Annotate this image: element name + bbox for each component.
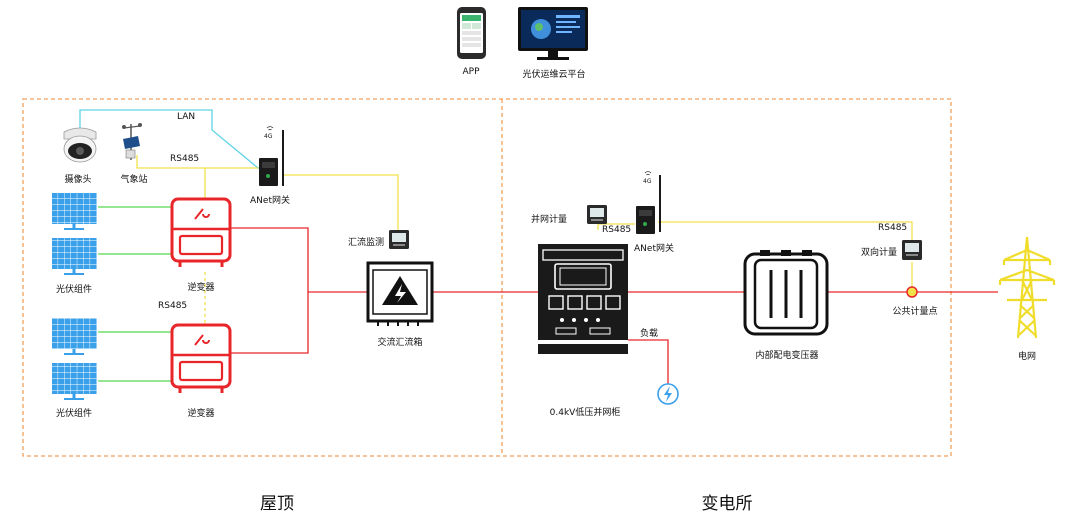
phone-icon bbox=[457, 7, 486, 59]
power-line-inverter-2 bbox=[230, 292, 309, 354]
pv-panel-icon-1 bbox=[52, 193, 97, 230]
load-icon bbox=[657, 383, 679, 405]
substation-gateway-icon bbox=[636, 171, 661, 234]
transformer-icon bbox=[743, 250, 829, 336]
bidirectional-meter-label: 双向计量 bbox=[861, 248, 898, 258]
combiner-meter-icon bbox=[389, 230, 409, 249]
grid-label: 电网 bbox=[1017, 352, 1037, 362]
inverter-icon-2 bbox=[170, 323, 232, 393]
transformer-label: 内部配电变压器 bbox=[755, 351, 819, 361]
rooftop-section-title: 屋顶 bbox=[260, 494, 294, 514]
power-line-inverter-1 bbox=[230, 227, 368, 293]
ac-combiner-box-icon bbox=[366, 261, 434, 326]
bidirectional-meter-icon bbox=[902, 240, 922, 260]
pcc-point-icon bbox=[906, 286, 918, 298]
rooftop-gateway-icon bbox=[259, 126, 284, 186]
app-label: APP bbox=[462, 67, 480, 77]
lan-line bbox=[79, 109, 263, 169]
load-label: 负载 bbox=[640, 329, 659, 339]
grid-cabinet-icon bbox=[538, 244, 628, 354]
pv-panel-icon-3 bbox=[52, 318, 97, 355]
camera-icon bbox=[63, 127, 97, 163]
weather-station-label: 气象站 bbox=[120, 175, 148, 185]
platform-label: 光伏运维云平台 bbox=[522, 70, 586, 80]
pv-panel-icon-2 bbox=[52, 238, 97, 275]
inverter-icon-1 bbox=[170, 197, 232, 267]
lan-label: LAN bbox=[177, 112, 196, 122]
monitor-icon bbox=[518, 7, 588, 60]
boundary-frame bbox=[22, 98, 952, 457]
rooftop-gateway-label: ANet网关 bbox=[250, 196, 290, 206]
rs485-weather-line bbox=[136, 155, 258, 169]
rs485-top-label: RS485 bbox=[170, 154, 200, 164]
cabinet-label: 0.4kV低压并网柜 bbox=[549, 408, 621, 418]
grid-meter-label: 并网计量 bbox=[531, 215, 568, 225]
power-tower-icon bbox=[998, 236, 1056, 339]
rs485-mid-label: RS485 bbox=[158, 301, 188, 311]
rs485-bidirectional-line bbox=[658, 221, 913, 240]
inverter-label-1: 逆变器 bbox=[187, 283, 215, 293]
inverter-label-2: 逆变器 bbox=[187, 409, 215, 419]
weather-station-icon bbox=[122, 123, 142, 160]
pv-label-1: 光伏组件 bbox=[55, 285, 93, 295]
substation-gateway-signal: 4G bbox=[643, 178, 652, 185]
grid-meter-icon bbox=[587, 205, 607, 224]
combiner-monitor-label: 汇流监测 bbox=[348, 238, 385, 248]
power-line-load bbox=[628, 339, 669, 384]
rs485-right-label: RS485 bbox=[878, 223, 908, 233]
rs485-left-label: RS485 bbox=[602, 225, 632, 235]
combiner-box-label: 交流汇流箱 bbox=[377, 338, 423, 348]
substation-section-title: 变电所 bbox=[701, 494, 753, 514]
camera-label: 摄像头 bbox=[64, 175, 92, 185]
rs485-combiner-line bbox=[283, 174, 399, 230]
pcc-label: 公共计量点 bbox=[892, 307, 938, 317]
pv-panel-icon-4 bbox=[52, 363, 97, 400]
substation-gateway-label: ANet网关 bbox=[634, 244, 674, 254]
pv-label-2: 光伏组件 bbox=[55, 409, 93, 419]
rooftop-gateway-signal: 4G bbox=[264, 133, 273, 140]
